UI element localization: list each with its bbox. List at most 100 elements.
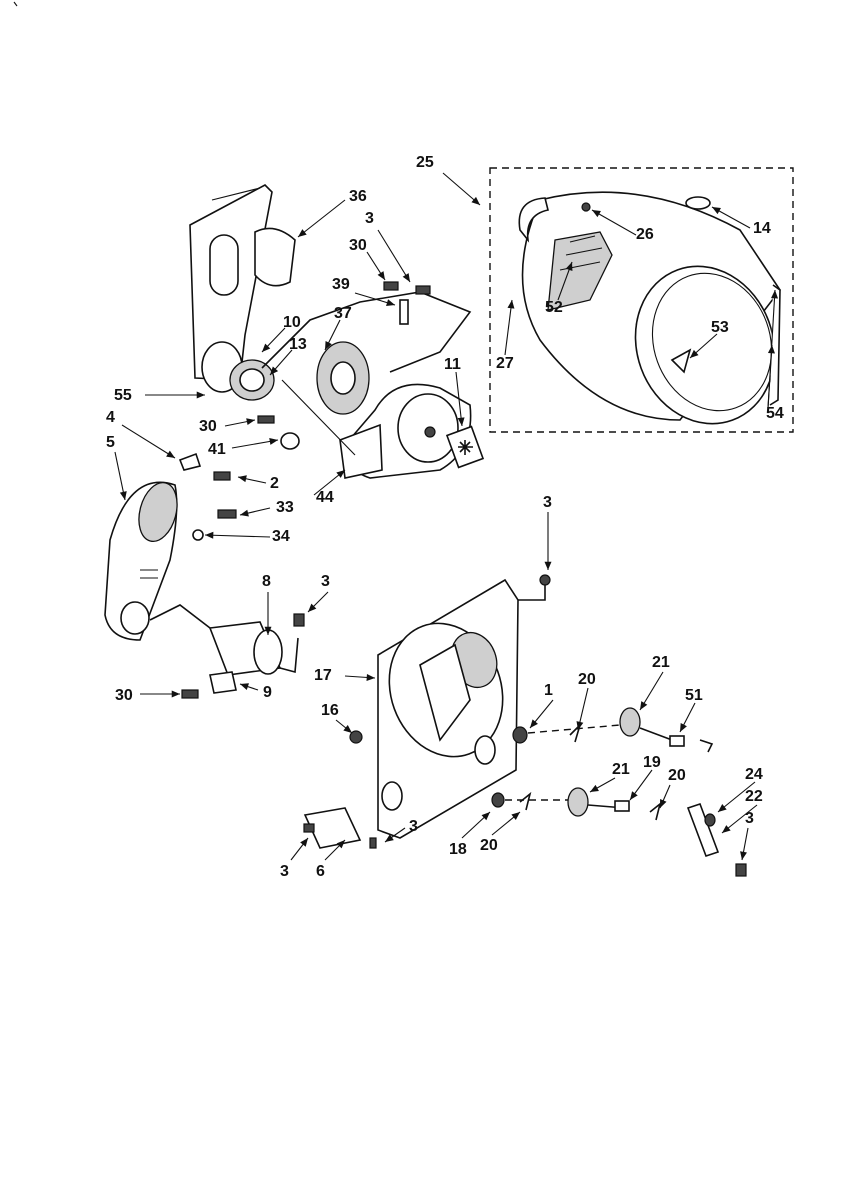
leader-arrowhead (325, 341, 332, 350)
drum-baffle (547, 231, 613, 311)
leader-line (297, 199, 346, 238)
screw-3-bottom (369, 837, 377, 849)
screw-30-c (181, 689, 199, 699)
leader-arrowhead (240, 683, 249, 690)
label-21-a: 21 (652, 654, 670, 671)
nut-16 (349, 730, 363, 744)
leader-arrowhead (238, 475, 247, 483)
label-21-b: 21 (612, 761, 630, 778)
bracket-22 (686, 802, 720, 858)
housing-port (120, 601, 150, 635)
leader-arrowhead (262, 343, 271, 352)
label-22: 22 (745, 788, 763, 805)
screw-3-right (735, 863, 747, 877)
rear-panel (303, 574, 551, 849)
drum-front-seal (518, 197, 549, 243)
leader-arrowhead (336, 840, 345, 849)
leader-arrowhead (205, 531, 214, 539)
leader-arrowhead (680, 723, 687, 732)
leader-arrowhead (298, 229, 307, 237)
housing-grille (138, 482, 178, 542)
fasteners-top (178, 281, 431, 481)
shaft-51 (669, 735, 685, 747)
leader-arrowhead (530, 719, 538, 728)
capacitor-lead-2 (279, 637, 299, 674)
drum-inner-rim (651, 272, 773, 412)
screw-3-top (539, 574, 551, 586)
label-20-b: 20 (668, 767, 686, 784)
leader-arrowhead (507, 300, 515, 309)
roller-assemblies (491, 707, 747, 877)
front-bulkhead (189, 184, 296, 401)
rear-hole-b (474, 735, 496, 765)
label-17: 17 (314, 667, 332, 684)
label-26: 26 (636, 226, 654, 243)
corner-mark (13, 1, 18, 7)
roller-shaft-51 (639, 727, 673, 741)
label-5: 5 (106, 434, 115, 451)
label-54: 54 (766, 405, 784, 422)
leader-arrowhead (771, 290, 779, 299)
drum-screw (581, 202, 591, 212)
leader-arrowhead (565, 262, 573, 271)
motor-shaft (424, 426, 436, 438)
leader-arrowhead (712, 207, 721, 215)
bulkhead-slot (209, 234, 239, 296)
leader-arrowhead (511, 812, 520, 820)
label-9: 9 (263, 684, 272, 701)
leader-arrowhead (660, 799, 667, 808)
leader-arrowhead (722, 825, 731, 833)
leader-arrowhead (544, 561, 552, 570)
motor-mount (339, 423, 383, 479)
label-8: 8 (262, 573, 271, 590)
drum-rear-bearing (685, 196, 711, 210)
label-3-f: 3 (280, 863, 289, 880)
clip-20-d (649, 801, 662, 821)
label-1: 1 (544, 682, 553, 699)
leader-lines (114, 172, 779, 861)
screw-3-left (303, 823, 315, 833)
leader-arrowhead (471, 196, 480, 205)
leader-arrowhead (630, 791, 638, 800)
leader-arrowhead (171, 690, 180, 698)
label-51: 51 (685, 687, 703, 704)
washer-1 (512, 726, 528, 744)
label-30-c: 30 (115, 687, 133, 704)
capacitor (149, 604, 305, 699)
leader-arrowhead (590, 784, 599, 792)
leader-arrowhead (119, 491, 127, 500)
clip-39 (399, 299, 409, 325)
label-3-e: 3 (409, 818, 418, 835)
rear-panel-duct (419, 643, 471, 742)
leader-line (455, 371, 463, 427)
label-13: 13 (289, 336, 307, 353)
leader-arrowhead (240, 509, 249, 517)
housing-label (140, 569, 158, 579)
leader-line (204, 534, 271, 538)
label-11: 11 (444, 356, 461, 373)
callout-labels: 25 36 3 30 14 26 39 52 10 37 13 53 11 27… (106, 154, 784, 880)
screw-30-b (257, 415, 275, 424)
label-39: 39 (332, 276, 350, 293)
motor-switch-symbol (458, 440, 473, 455)
leader-arrowhead (264, 626, 272, 635)
bracket-9 (209, 671, 237, 694)
drum-rear-seal-tab (670, 348, 692, 374)
leader-arrowhead (386, 299, 395, 306)
label-52: 52 (545, 299, 563, 316)
drum-group-outline (489, 167, 794, 433)
label-19: 19 (643, 754, 661, 771)
blower-housing (104, 481, 237, 641)
label-37: 37 (334, 305, 352, 322)
leader-arrowhead (690, 349, 699, 358)
leader-arrowhead (481, 812, 490, 821)
label-14: 14 (753, 220, 771, 237)
label-55: 55 (114, 387, 132, 404)
label-34: 34 (272, 528, 290, 545)
screw-33 (217, 509, 237, 519)
motor-blower (261, 291, 485, 479)
screw-30 (383, 281, 399, 291)
drum-belt-edge (769, 284, 781, 406)
leader-arrowhead (269, 437, 278, 445)
